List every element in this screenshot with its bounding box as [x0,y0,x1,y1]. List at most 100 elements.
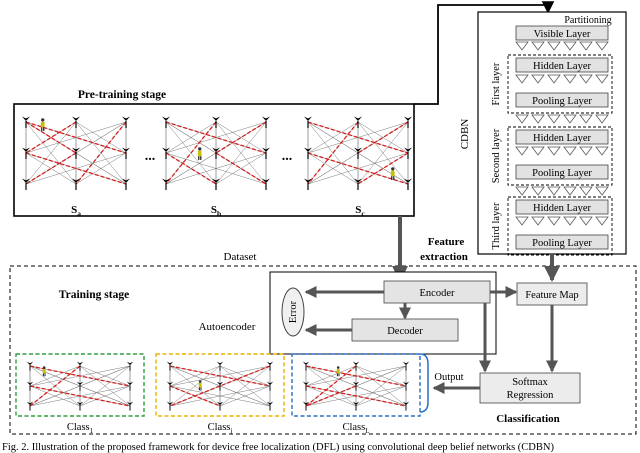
flow-chevron [563,146,577,156]
class-sensor-grid [302,361,410,411]
hidden-layer-label: Hidden Layer [533,133,592,144]
sensor-grid-a [21,116,131,190]
link-line [307,121,409,154]
affected-link [215,121,267,154]
affected-link [165,152,217,185]
pooling-layer-label: Pooling Layer [532,96,592,107]
partitioning-label: Partitioning [564,15,611,26]
link-line [79,365,131,407]
link-line [355,385,407,407]
visible-layer-label: Visible Layer [534,29,591,40]
flow-chevron [531,41,545,51]
flow-chevron [515,114,529,124]
class-label: ClassL [342,422,369,435]
sensor-grid-b [161,116,271,190]
affected-link [357,152,409,185]
flow-chevron [547,146,561,156]
flow-chevron [595,114,609,124]
output-label: Output [434,372,463,383]
decoder-label: Decoder [387,326,423,337]
cdbn-block: CDBN Partitioning Visible Layer First la… [459,11,627,256]
flow-chevron [531,146,545,156]
affected-link [29,365,81,407]
flow-chevron [515,186,529,196]
antenna-icon [352,361,360,371]
affected-link [25,121,77,154]
link-line [357,121,409,185]
flow-chevron [579,74,593,84]
link-line [165,121,217,154]
flow-chevron [515,74,529,84]
ellipsis-1: ... [145,149,156,164]
pretraining-to-cdbn-connector [414,1,555,105]
cdbn-layer-frame [507,54,613,114]
pooling-layer-label: Pooling Layer [532,238,592,249]
class-sensor-grid [166,361,274,411]
link-line [169,385,271,407]
training-stage-frame [9,265,637,435]
flow-chevron [595,186,609,196]
affected-link [29,385,131,407]
affected-link [305,365,407,387]
link-line [355,365,407,407]
affected-link [29,365,131,387]
feature-extraction-label-2: extraction [420,251,468,263]
affected-link [357,121,409,154]
person-icon [198,380,202,391]
feature-extraction-label-1: Feature [428,236,465,248]
link-line [29,385,81,407]
person-icon [42,366,46,377]
encoder-label: Encoder [420,288,455,299]
flow-chevron [531,186,545,196]
flow-chevron [547,186,561,196]
pooling-layer-box [515,92,609,108]
flow-chevron [595,41,609,51]
class-label: Class1 [67,422,94,435]
link-line [165,152,217,185]
flow-chevron [547,74,561,84]
visible-layer-box [515,25,609,41]
cdbn-layer-frame [507,126,613,186]
output-bracket [419,353,429,413]
cdbn-layer-name: First layer [491,62,502,105]
autoencoder-block: Autoencoder Error Encoder Decoder [199,271,497,355]
affected-link [165,121,217,185]
class-frame [15,353,145,417]
link-line [79,385,131,407]
flow-chevron [579,146,593,156]
ellipsis-2: ... [282,149,293,164]
antenna-icon [76,361,84,371]
affected-link [75,121,127,185]
link-line [169,365,221,387]
link-line [219,365,271,407]
flow-chevron [595,146,609,156]
flow-chevron [515,146,529,156]
flow-chevron [595,216,609,226]
autoencoder-label: Autoencoder [199,321,256,333]
feature-map-label: Feature Map [525,290,578,301]
affected-link [25,152,77,185]
classification-label: Classification [496,413,560,425]
antenna-icon [216,361,224,371]
error-label: Error [288,300,299,323]
cdbn-layer-name: Second layer [491,128,502,183]
softmax-label-2: Regression [507,390,554,401]
link-line [307,121,359,154]
affected-link [215,152,267,185]
link-line [29,365,81,387]
softmax-label-1: Softmax [512,377,548,388]
flow-chevron [531,114,545,124]
pretraining-stage: Pre-training stage ... ... Sa Sb Sc [13,89,415,218]
flow-chevron [563,114,577,124]
pooling-layer-box [515,164,609,180]
flow-chevron [515,216,529,226]
affected-link [305,385,357,407]
flow-chevron [531,216,545,226]
link-line [169,365,221,407]
link-line [75,152,127,185]
flow-chevron [595,74,609,84]
flow-chevron [531,74,545,84]
grid-label-c: Sc [355,204,365,218]
